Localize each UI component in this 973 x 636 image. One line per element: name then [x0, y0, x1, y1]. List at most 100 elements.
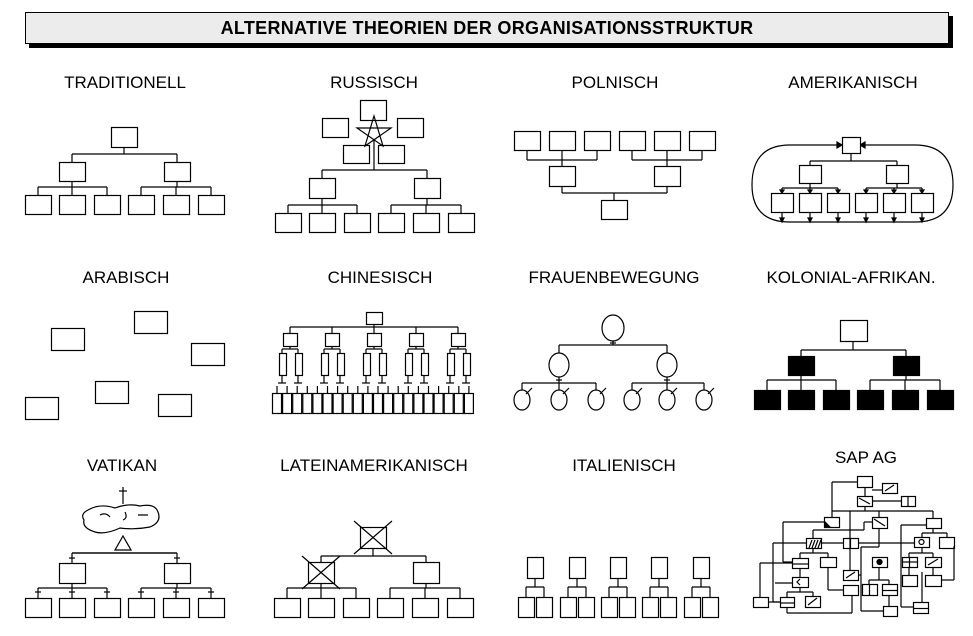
org-box	[197, 597, 226, 619]
org-circle	[918, 538, 925, 546]
diagram-russisch	[274, 99, 476, 234]
org-box	[526, 556, 545, 580]
org-box	[609, 556, 628, 580]
arrow-icon	[835, 217, 841, 224]
org-box	[324, 332, 341, 348]
org-box	[336, 352, 346, 377]
org-circle	[658, 389, 676, 411]
org-box	[412, 561, 441, 585]
org-box	[822, 389, 851, 411]
org-box	[404, 352, 414, 377]
arrow-icon	[890, 189, 898, 195]
org-box	[856, 475, 874, 489]
org-box	[197, 194, 226, 216]
label-lateinamerikanisch: LATEINAMERIKANISCH	[280, 456, 468, 475]
org-box	[342, 144, 371, 165]
diagonal-mark	[873, 518, 886, 527]
arrow-icon	[919, 217, 925, 224]
org-box	[393, 392, 404, 415]
arrow-icon	[778, 189, 786, 195]
org-box	[891, 389, 920, 411]
org-box	[701, 596, 720, 619]
org-box	[600, 596, 619, 619]
org-box	[190, 342, 226, 367]
org-box	[924, 574, 943, 588]
org-box	[302, 392, 313, 415]
org-box	[885, 164, 910, 185]
diagonal-mark	[858, 497, 871, 505]
org-box	[446, 352, 456, 377]
diagram-frauenbewegung	[513, 314, 715, 411]
org-box	[882, 605, 899, 618]
org-box	[110, 126, 139, 149]
org-box	[791, 576, 810, 589]
org-box	[362, 392, 373, 415]
diagram-polnisch	[513, 130, 717, 221]
org-box	[787, 355, 816, 377]
org-circle	[695, 389, 713, 411]
page-title-text: ALTERNATIVE THEORIEN DER ORGANISATIONSST…	[220, 17, 754, 38]
org-box	[513, 130, 542, 152]
star-icon	[355, 113, 393, 148]
org-box	[321, 117, 350, 139]
org-box	[312, 392, 323, 415]
org-box	[842, 569, 860, 582]
org-box	[127, 194, 156, 216]
org-box	[798, 192, 823, 214]
org-box	[688, 130, 717, 152]
org-box	[282, 392, 293, 415]
org-box	[411, 597, 440, 619]
org-box	[292, 392, 303, 415]
org-box	[683, 596, 702, 619]
org-box	[882, 192, 907, 214]
hatch-mark	[814, 539, 819, 549]
org-box	[856, 389, 885, 411]
label-traditionell: TRADITIONELL	[64, 73, 186, 92]
org-box	[58, 161, 87, 183]
org-box	[377, 144, 406, 165]
org-box	[618, 596, 637, 619]
org-box	[433, 392, 444, 415]
triangle-icon	[113, 534, 133, 551]
slash-mark	[562, 387, 570, 395]
label-amerikanisch: AMERIKANISCH	[788, 73, 918, 92]
org-box	[58, 194, 87, 216]
org-box	[787, 389, 816, 411]
org-box	[162, 194, 191, 216]
label-vatikan: VATIKAN	[86, 456, 158, 475]
org-box	[378, 352, 388, 377]
arrow-icon	[836, 140, 844, 150]
org-box	[826, 192, 851, 214]
org-box	[753, 389, 782, 411]
org-box	[819, 556, 838, 569]
cross-line	[353, 520, 393, 555]
org-box	[372, 392, 384, 415]
org-box	[446, 597, 475, 619]
org-box	[892, 355, 921, 377]
org-box	[650, 556, 669, 580]
org-box	[600, 199, 629, 221]
zigzag-mark	[796, 578, 801, 586]
page-title: ALTERNATIVE THEORIEN DER ORGANISATIONSST…	[25, 12, 949, 44]
org-box	[377, 212, 406, 234]
org-box	[342, 392, 353, 415]
org-circle	[548, 352, 570, 378]
diagram-lateinamerikanisch	[273, 520, 475, 619]
org-box	[453, 392, 464, 415]
arrow-icon	[834, 189, 842, 195]
org-box	[294, 352, 304, 377]
corner-mark	[824, 520, 832, 528]
org-circle	[623, 389, 641, 411]
slash-mark	[599, 387, 607, 395]
org-box	[692, 556, 711, 580]
org-box	[412, 212, 441, 234]
org-box	[618, 130, 647, 152]
label-sap-ag: SAP AG	[834, 448, 898, 467]
org-box	[24, 396, 60, 421]
org-box	[94, 380, 130, 405]
org-box	[854, 192, 879, 214]
org-box	[93, 597, 122, 619]
org-box	[342, 597, 371, 619]
org-box	[383, 392, 394, 415]
org-box	[396, 117, 425, 139]
